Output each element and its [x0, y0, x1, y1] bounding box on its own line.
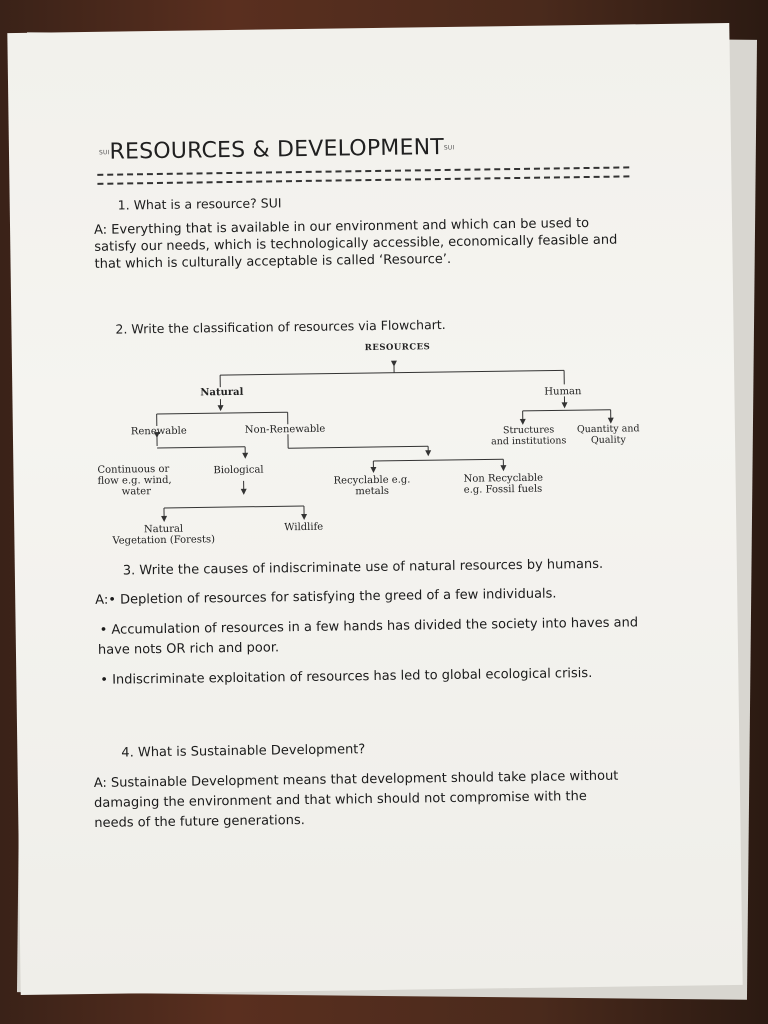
answer-4: A: Sustainable Development means that de… [94, 766, 685, 834]
node-natural-vegetation: Natural Vegetation (Forests) [112, 523, 216, 547]
page-title: SUIRESOURCES & DEVELOPMENTSUI [99, 135, 455, 165]
answer-3-bullet-2-cont: have nots OR rich and poor. [97, 640, 280, 658]
answer-3-bullet-2: • Accumulation of resources in a few han… [99, 615, 639, 638]
node-non-recyclable-line-2: e.g. Fossil fuels [463, 483, 543, 496]
node-renewable: Renewable [130, 425, 187, 438]
flowchart: RESOURCES Natural Human Renewable Non-Re… [82, 329, 645, 557]
answer-3-bullet-1: A:• Depletion of resources for satisfyin… [95, 586, 557, 608]
title-mark-right: SUI [443, 144, 455, 152]
node-natural-vegetation-line-2: Vegetation (Forests) [112, 534, 216, 547]
node-continuous-line-3: water [121, 486, 152, 498]
title-text: RESOURCES & DEVELOPMENT [109, 135, 445, 165]
question-3: 3. Write the causes of indiscriminate us… [122, 556, 604, 579]
answer-3-bullet-3: • Indiscriminate exploitation of resourc… [100, 665, 593, 688]
node-structures-line-2: and institutions [490, 435, 567, 448]
node-biological: Biological [213, 464, 264, 477]
node-human: Human [544, 386, 582, 398]
node-non-recyclable: Non Recyclable e.g. Fossil fuels [464, 473, 544, 496]
document-page: SUIRESOURCES & DEVELOPMENTSUI 1. What is… [7, 23, 743, 995]
node-natural: Natural [200, 386, 244, 399]
node-wildlife: Wildlife [284, 521, 324, 534]
node-recyclable-line-1: Recyclable e.g. [333, 474, 411, 487]
node-structures: Structures and institutions [490, 424, 567, 448]
node-recyclable: Recyclable e.g. metals [334, 475, 411, 498]
answer-1: A: Everything that is available in our e… [94, 214, 655, 273]
title-mark-left: SUI [98, 149, 110, 157]
node-continuous: Continuous or flow e.g. wind, water [97, 464, 172, 498]
question-1: 1. What is a resource? SUI [117, 195, 282, 213]
node-quantity-quality: Quantity and Quality [577, 423, 640, 446]
node-resources: RESOURCES [364, 342, 431, 354]
title-divider [97, 166, 630, 185]
node-recyclable-line-2: metals [355, 485, 390, 498]
node-non-renewable: Non-Renewable [244, 423, 326, 436]
flowchart-connectors [153, 360, 614, 522]
node-continuous-line-2: flow e.g. wind, [97, 474, 172, 487]
node-quantity-line-2: Quality [590, 434, 626, 446]
question-4: 4. What is Sustainable Development? [121, 742, 366, 761]
node-quantity-line-1: Quantity and [576, 423, 640, 436]
